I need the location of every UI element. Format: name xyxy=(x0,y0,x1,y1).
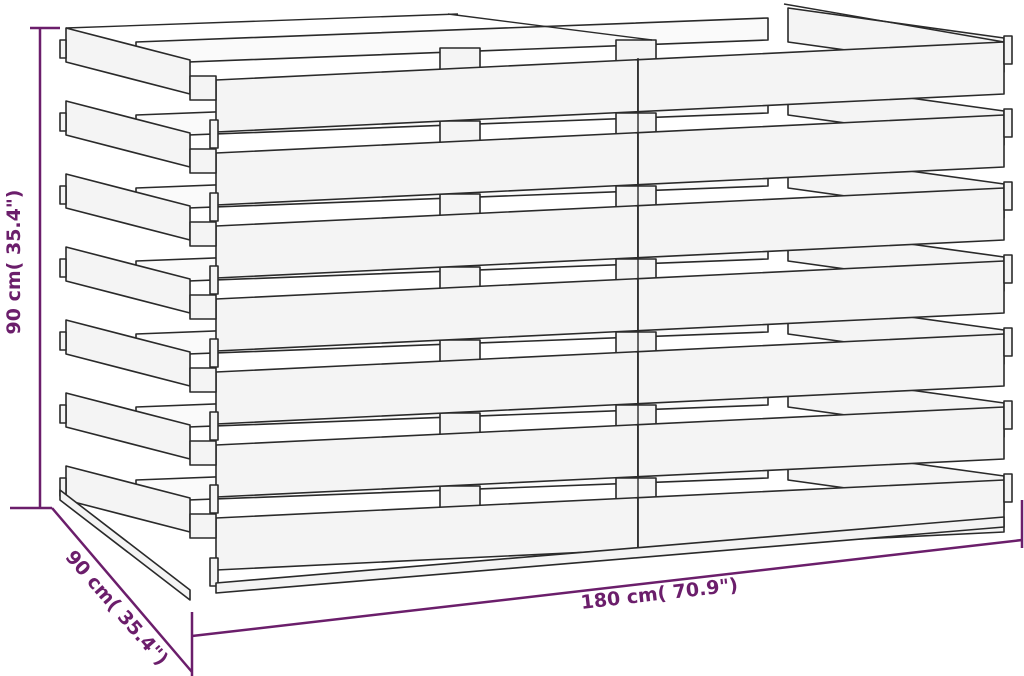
depth-dimension-line xyxy=(51,507,193,673)
front-slat-left-panel xyxy=(215,131,639,206)
front-slat-right-panel xyxy=(637,333,1005,405)
wooden-compost-bin xyxy=(59,3,1013,601)
left-side-slat xyxy=(65,173,191,241)
left-side-slat xyxy=(65,465,191,533)
left-notch xyxy=(59,185,67,205)
top-right-rim xyxy=(783,3,1005,43)
width-label: 180 cm( 70.9") xyxy=(580,574,740,614)
top-back-rim xyxy=(65,13,459,29)
front-slat-right-panel xyxy=(637,406,1005,478)
front-right-tab xyxy=(1003,473,1013,503)
front-left-tab xyxy=(189,221,217,247)
left-notch xyxy=(59,258,67,278)
front-slat-left-panel xyxy=(215,423,639,498)
front-slat-left-panel xyxy=(215,277,639,352)
base-rail xyxy=(215,516,1005,594)
front-right-tab xyxy=(1003,254,1013,284)
front-left-tab xyxy=(189,367,217,393)
front-slat-left-panel xyxy=(215,204,639,279)
front-right-tab xyxy=(1003,181,1013,211)
front-right-tab xyxy=(1003,35,1013,65)
front-left-post xyxy=(209,192,219,222)
front-left-tab xyxy=(189,440,217,466)
base-side-rail xyxy=(59,489,191,601)
width-dimension-line xyxy=(191,538,1023,638)
front-left-post xyxy=(209,411,219,441)
front-right-tab xyxy=(1003,400,1013,430)
front-left-post xyxy=(209,557,219,587)
front-slat-left-panel xyxy=(215,58,639,133)
front-left-post xyxy=(209,338,219,368)
front-left-post xyxy=(209,265,219,295)
front-slat-right-panel xyxy=(637,260,1005,332)
front-left-tab xyxy=(189,513,217,539)
left-side-slat xyxy=(65,319,191,387)
left-side-slat xyxy=(65,246,191,314)
front-slat-right-panel xyxy=(637,114,1005,186)
left-notch xyxy=(59,331,67,351)
left-side-slat xyxy=(65,392,191,460)
front-left-post xyxy=(209,119,219,149)
left-side-slat xyxy=(65,27,191,95)
left-notch xyxy=(59,112,67,132)
front-right-tab xyxy=(1003,108,1013,138)
front-slat-right-panel xyxy=(637,41,1005,113)
front-left-tab xyxy=(189,148,217,174)
front-right-tab xyxy=(1003,327,1013,357)
top-divider-rim xyxy=(447,13,653,41)
front-left-post xyxy=(209,484,219,514)
front-left-tab xyxy=(189,294,217,320)
front-slat-left-panel xyxy=(215,350,639,425)
left-side-slat xyxy=(65,100,191,168)
left-notch xyxy=(59,404,67,424)
front-left-tab xyxy=(189,75,217,101)
height-label: 90 cm( 35.4") xyxy=(3,190,25,335)
front-slat-right-panel xyxy=(637,187,1005,259)
left-notch xyxy=(59,39,67,59)
